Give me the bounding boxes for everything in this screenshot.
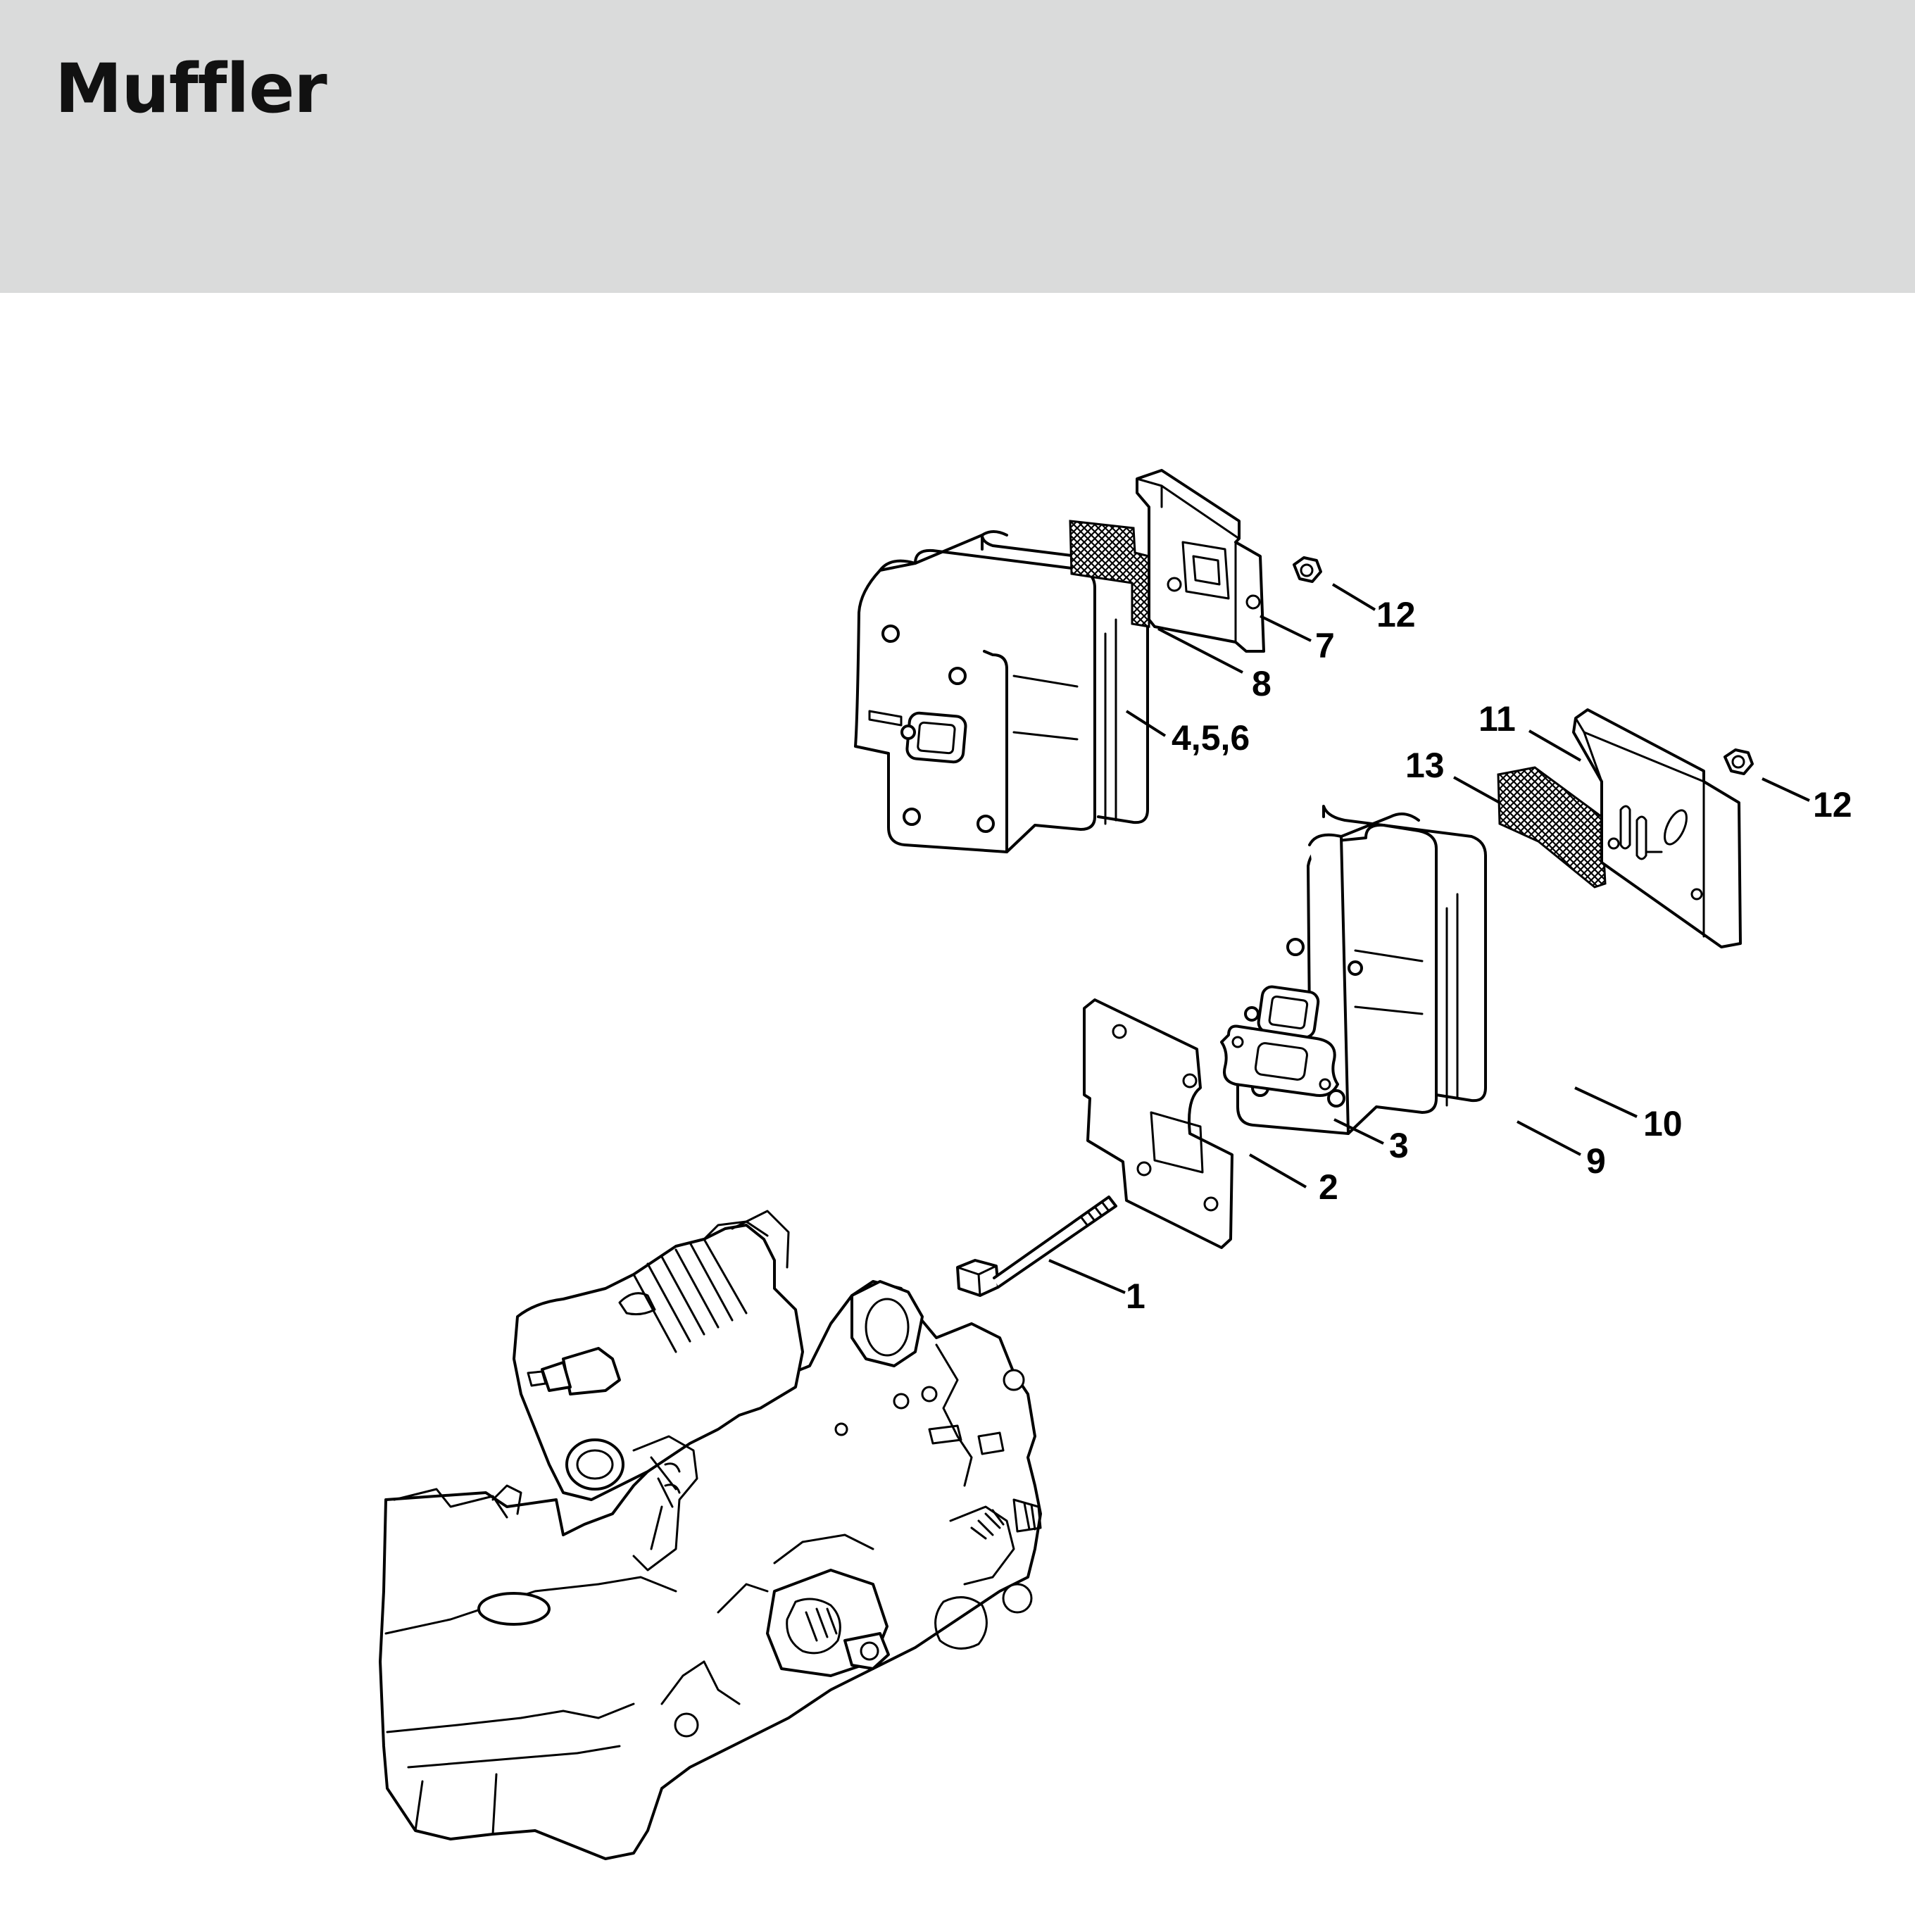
- callout-9: 9: [1586, 1141, 1606, 1181]
- callout-11: 11: [1478, 699, 1516, 739]
- gasket-small: [1220, 1024, 1339, 1097]
- exploded-parts-diagram: 1 2 3 4,5,6 7 8 9 10 11 12 12 13: [379, 469, 1852, 1860]
- deflector-plate-upper: [1136, 469, 1265, 653]
- muffler-upper: [854, 530, 1149, 853]
- chainsaw-engine-housing: [379, 1210, 1042, 1860]
- callout-12-lower: 12: [1813, 785, 1852, 824]
- page-title: Muffler: [55, 49, 327, 128]
- callout-3: 3: [1389, 1126, 1409, 1165]
- leader-lines: [1048, 583, 1810, 1294]
- gasket-plate-large: [1083, 998, 1233, 1249]
- callout-labels: 1 2 3 4,5,6 7 8 9 10 11 12 12 13: [1126, 595, 1852, 1316]
- deflector-plate-lower: [1572, 708, 1742, 948]
- callout-13: 13: [1405, 746, 1445, 785]
- callout-12-upper: 12: [1376, 595, 1416, 634]
- callout-8: 8: [1252, 664, 1272, 703]
- nut-upper: [1293, 556, 1322, 583]
- callout-10: 10: [1643, 1104, 1683, 1143]
- nut-lower: [1724, 748, 1754, 775]
- callout-7: 7: [1315, 626, 1335, 665]
- spark-arrestor-screen-lower: [1497, 766, 1607, 889]
- callout-1: 1: [1126, 1276, 1145, 1316]
- header-bar: Muffler: [0, 0, 1915, 293]
- callout-2: 2: [1319, 1167, 1338, 1207]
- callout-4-5-6: 4,5,6: [1172, 718, 1250, 758]
- bolt: [956, 1196, 1117, 1297]
- spark-arrestor-screen-upper: [1069, 520, 1150, 628]
